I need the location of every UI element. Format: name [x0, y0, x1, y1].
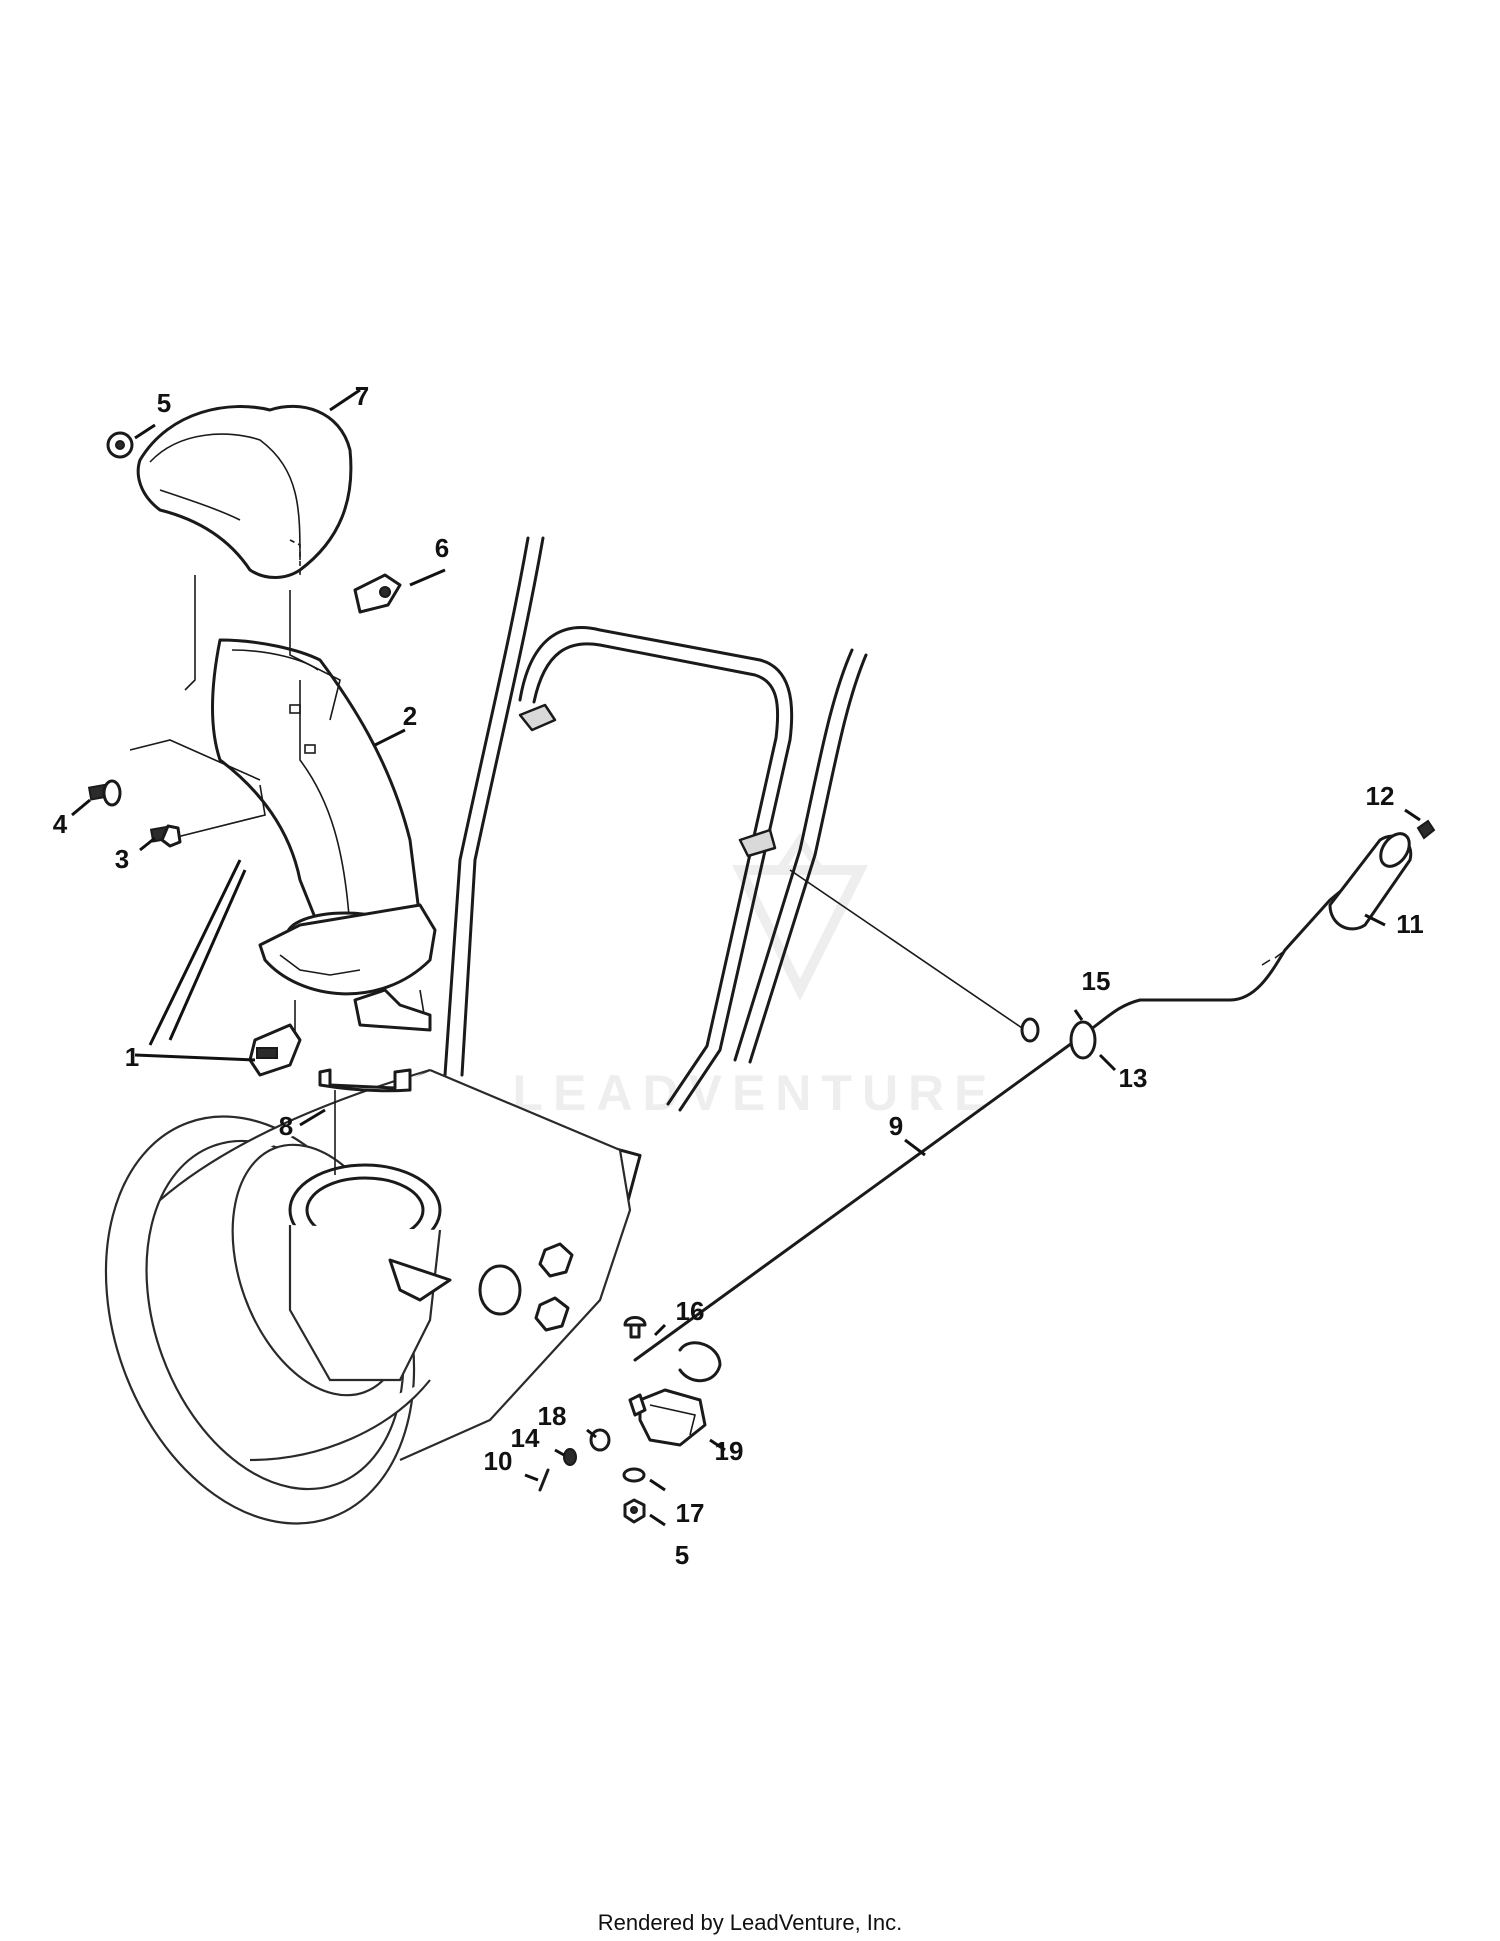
- chute-deflector: [136, 404, 353, 579]
- callout-18: 18: [538, 1401, 567, 1431]
- callout-2: 2: [403, 701, 417, 731]
- callout-11: 11: [1396, 909, 1424, 939]
- hex-bolt: [149, 824, 182, 848]
- watermark: LEADVENTURE: [512, 832, 997, 1121]
- callout-16: 16: [676, 1296, 705, 1326]
- dash-line: [289, 539, 301, 578]
- discharge-chute: [211, 638, 437, 996]
- chute-keeper-2: [353, 988, 432, 1032]
- leaders: [71, 388, 1421, 1527]
- callout-15: 15: [1082, 966, 1111, 996]
- footer-credit: Rendered by LeadVenture, Inc.: [597, 1910, 903, 1935]
- callout-19: 19: [715, 1436, 744, 1466]
- callout-5-top: 5: [157, 388, 171, 418]
- wing-knob: [353, 573, 402, 614]
- chute-crank: [633, 871, 1366, 1362]
- chute-flange: [318, 1068, 412, 1093]
- callout-9: 9: [889, 1111, 903, 1141]
- callout-labels: 1 2 3 4 5 6 7 8 9 10 11 12 13 14 15 16 1…: [53, 381, 1424, 1570]
- auger-housing: [104, 1068, 632, 1525]
- callout-17: 17: [676, 1498, 705, 1528]
- callout-12: 12: [1366, 781, 1395, 811]
- callout-13: 13: [1119, 1063, 1148, 1093]
- callout-14: 14: [511, 1423, 540, 1453]
- callout-3: 3: [115, 844, 129, 874]
- callout-7: 7: [355, 381, 369, 411]
- callout-6: 6: [435, 533, 449, 563]
- callout-10: 10: [484, 1446, 513, 1476]
- chute-gear-assembly: [538, 1316, 722, 1524]
- callout-4: 4: [53, 809, 68, 839]
- rod-clip: [1020, 1017, 1040, 1043]
- callout-1: 1: [125, 1042, 139, 1072]
- set-screw: [1416, 819, 1436, 840]
- carriage-bolt: [87, 779, 122, 807]
- watermark-text: LEADVENTURE: [512, 1065, 997, 1121]
- callout-5-bottom: 5: [675, 1540, 689, 1570]
- callout-8: 8: [279, 1111, 293, 1141]
